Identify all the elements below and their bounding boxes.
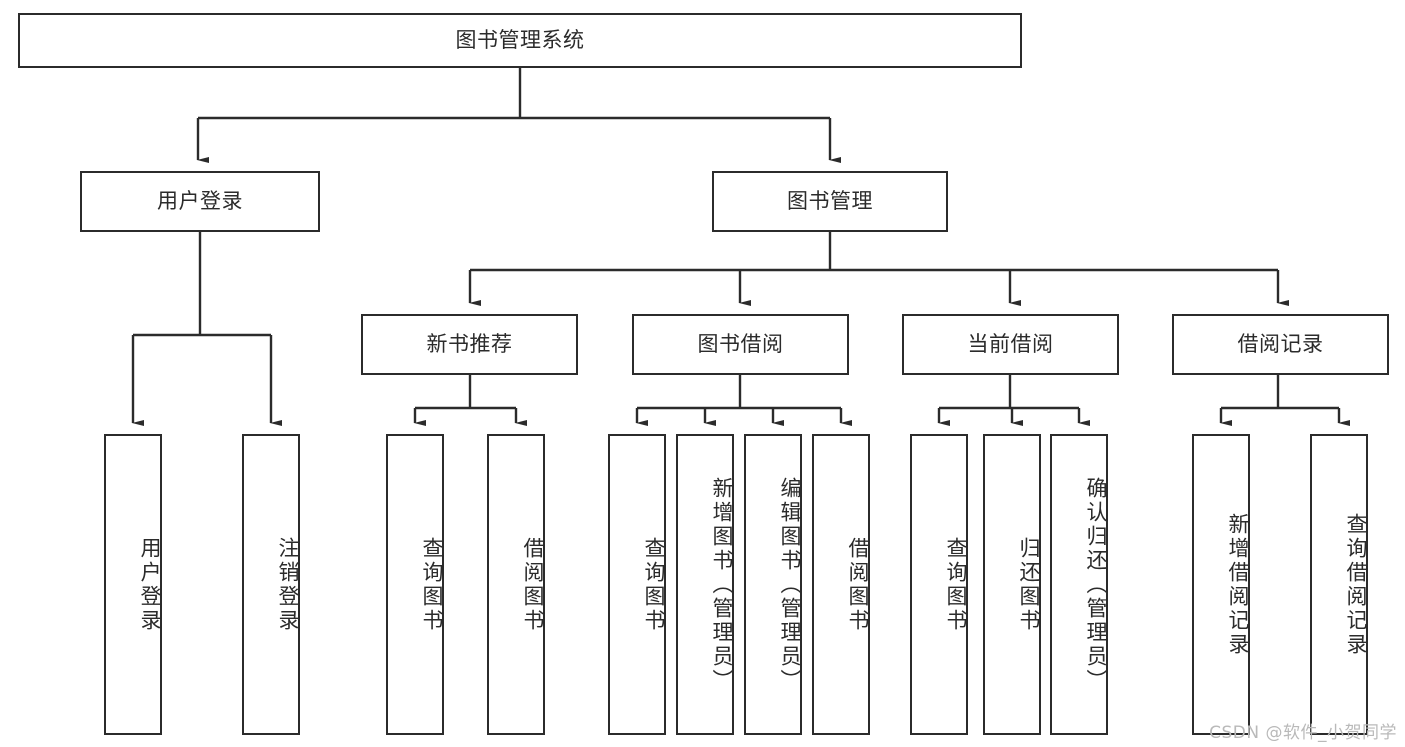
leaf-label: 用户登录 — [138, 536, 162, 633]
leaf-query-book-borrow[interactable]: 查询图书 — [608, 434, 666, 735]
node-current-borrow[interactable]: 当前借阅 — [902, 314, 1119, 375]
node-new-book-recommend[interactable]: 新书推荐 — [361, 314, 578, 375]
leaf-label: 注销登录 — [276, 536, 300, 633]
leaf-label: 确认归还（管理员） — [1084, 476, 1108, 693]
leaf-query-book-current[interactable]: 查询图书 — [910, 434, 968, 735]
leaf-label: 新增借阅记录 — [1226, 512, 1250, 657]
leaf-label: 查询图书 — [944, 536, 968, 633]
leaf-label: 借阅图书 — [846, 536, 870, 633]
leaf-borrow-book-newbook[interactable]: 借阅图书 — [487, 434, 545, 735]
leaf-logout[interactable]: 注销登录 — [242, 434, 300, 735]
node-root-system[interactable]: 图书管理系统 — [18, 13, 1022, 68]
leaf-query-book-newbook[interactable]: 查询图书 — [386, 434, 444, 735]
leaf-borrow-book[interactable]: 借阅图书 — [812, 434, 870, 735]
leaf-user-login[interactable]: 用户登录 — [104, 434, 162, 735]
node-user-login[interactable]: 用户登录 — [80, 171, 320, 232]
leaf-add-borrow-record[interactable]: 新增借阅记录 — [1192, 434, 1250, 735]
leaf-label: 查询图书 — [420, 536, 444, 633]
node-book-management[interactable]: 图书管理 — [712, 171, 948, 232]
node-borrow-record[interactable]: 借阅记录 — [1172, 314, 1389, 375]
leaf-query-borrow-record[interactable]: 查询借阅记录 — [1310, 434, 1368, 735]
leaf-label: 查询图书 — [642, 536, 666, 633]
leaf-label: 归还图书 — [1017, 536, 1041, 633]
leaf-label: 新增图书（管理员） — [710, 476, 734, 693]
leaf-edit-book-admin[interactable]: 编辑图书（管理员） — [744, 434, 802, 735]
leaf-return-book[interactable]: 归还图书 — [983, 434, 1041, 735]
leaf-label: 编辑图书（管理员） — [778, 476, 802, 693]
watermark-text: CSDN @软件_小贺同学 — [1209, 723, 1397, 743]
leaf-add-book-admin[interactable]: 新增图书（管理员） — [676, 434, 734, 735]
leaf-label: 查询借阅记录 — [1344, 512, 1368, 657]
leaf-confirm-return-admin[interactable]: 确认归还（管理员） — [1050, 434, 1108, 735]
leaf-label: 借阅图书 — [521, 536, 545, 633]
node-book-borrow[interactable]: 图书借阅 — [632, 314, 849, 375]
